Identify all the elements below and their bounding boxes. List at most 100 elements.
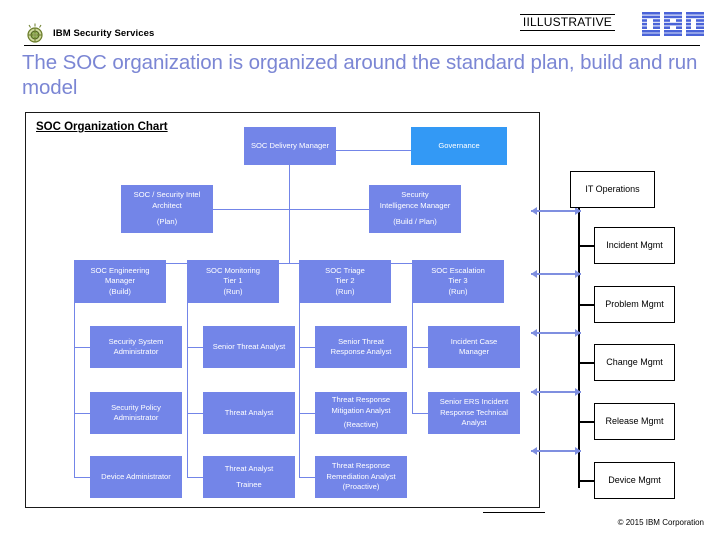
- node-governance[interactable]: Governance: [411, 127, 507, 165]
- node-line-1: Senior Threat: [338, 336, 384, 346]
- arrow-head-right: [575, 388, 581, 396]
- ops-branch-2: [578, 304, 596, 307]
- connector-col3-branch-1: [299, 347, 315, 349]
- node-threat-analyst[interactable]: Threat Analyst: [203, 392, 295, 434]
- footer-divider: [483, 512, 545, 513]
- node-line-1: Security: [401, 190, 429, 200]
- soc-organization-chart-panel: SOC Organization Chart SOC Delivery Mana…: [25, 112, 540, 508]
- connector-col2-branch-1: [187, 347, 203, 349]
- connector-col3-branch-2: [299, 413, 315, 415]
- node-line-3: (Run): [448, 286, 468, 296]
- node-line-3: (Proactive): [342, 482, 380, 492]
- node-incident-case-manager[interactable]: Incident Case Manager: [428, 326, 520, 368]
- header-divider: [24, 45, 700, 46]
- arrow-shaft: [531, 332, 581, 334]
- connector-col1-trunk: [74, 303, 76, 477]
- ops-trunk: [578, 206, 581, 488]
- arrow-shaft: [531, 450, 581, 452]
- node-line-3: (Reactive): [343, 420, 379, 430]
- node-senior-threat-analyst[interactable]: Senior Threat Analyst: [203, 326, 295, 368]
- node-line-2: Response Technical: [440, 407, 508, 417]
- node-line-2: Administrator: [113, 347, 159, 356]
- arrow-head-right: [575, 447, 581, 455]
- connector-tier-bus: [86, 263, 490, 265]
- node-line-1: Senior ERS Incident: [439, 397, 509, 407]
- node-soc-delivery-manager[interactable]: SOC Delivery Manager: [244, 127, 336, 165]
- ops-branch-1: [578, 245, 596, 248]
- arrow-head-right: [575, 329, 581, 337]
- node-line-1: Threat Response: [331, 395, 391, 405]
- node-line-2: Trainee: [236, 480, 262, 489]
- chart-heading: SOC Organization Chart: [36, 121, 168, 133]
- node-threat-response-remediation-analyst[interactable]: Threat Response Remediation Analyst (Pro…: [315, 456, 407, 498]
- node-line-2: Tier 2: [335, 276, 355, 286]
- node-line-3: (Build): [109, 286, 131, 296]
- arrow-head-left: [531, 447, 537, 455]
- ops-node-label: Device Mgmt: [608, 475, 661, 485]
- node-security-intelligence-manager[interactable]: Security Intelligence Manager (Build / P…: [369, 185, 461, 233]
- ops-node-release-mgmt[interactable]: Release Mgmt: [594, 403, 675, 440]
- node-line-2: Manager: [459, 347, 489, 356]
- node-senior-threat-response-analyst[interactable]: Senior Threat Response Analyst: [315, 326, 407, 368]
- node-line-1: SOC / Security Intel: [133, 190, 201, 200]
- connector-col2-branch-2: [187, 413, 203, 415]
- arrow-head-left: [531, 207, 537, 215]
- connector-col2-branch-3: [187, 477, 203, 479]
- node-device-administrator[interactable]: Device Administrator: [90, 456, 182, 498]
- ops-node-label: Problem Mgmt: [605, 299, 664, 309]
- ops-node-device-mgmt[interactable]: Device Mgmt: [594, 462, 675, 499]
- node-line-2: Administrator: [113, 413, 159, 422]
- ibm-logo: [642, 12, 704, 36]
- node-line-1: SOC Engineering: [90, 265, 150, 275]
- node-soc-escalation-tier3[interactable]: SOC Escalation Tier 3 (Run): [412, 260, 504, 303]
- node-line-3: (Run): [223, 286, 243, 296]
- arrow-head-left: [531, 270, 537, 278]
- node-line-2: Tier 1: [223, 276, 243, 286]
- node-line-1: SOC Triage: [325, 265, 365, 275]
- node-soc-monitoring-tier1[interactable]: SOC Monitoring Tier 1 (Run): [187, 260, 279, 303]
- arrow-shaft: [531, 273, 581, 275]
- link-arrow-2: [531, 327, 581, 338]
- arrow-shaft: [531, 210, 581, 212]
- node-line-1: Incident Case: [450, 336, 498, 346]
- node-line-3: (Build / Plan): [393, 217, 437, 227]
- arrow-head-right: [575, 270, 581, 278]
- node-line-1: SOC Escalation: [431, 265, 485, 275]
- page-title: The SOC organization is organized around…: [22, 51, 698, 99]
- node-threat-analyst-trainee[interactable]: Threat Analyst Trainee: [203, 456, 295, 498]
- connector-col1-branch-1: [74, 347, 90, 349]
- node-line-3: Analyst: [461, 418, 487, 428]
- ops-node-change-mgmt[interactable]: Change Mgmt: [594, 344, 675, 381]
- link-arrow-1: [531, 268, 581, 279]
- ops-node-label: Change Mgmt: [606, 357, 663, 367]
- ops-node-it-operations[interactable]: IT Operations: [570, 171, 655, 208]
- node-line-3: (Plan): [156, 217, 178, 227]
- node-line-2: Mitigation Analyst: [331, 405, 391, 415]
- page-header: IBM Security Services IILLUSTRATIVE: [0, 0, 720, 46]
- arrow-head-left: [531, 329, 537, 337]
- link-arrow-5: [531, 205, 581, 216]
- node-security-system-administrator[interactable]: Security System Administrator: [90, 326, 182, 368]
- connector-col3-trunk: [299, 303, 301, 477]
- connector-col4-trunk: [412, 303, 414, 413]
- node-soc-triage-tier2[interactable]: SOC Triage Tier 2 (Run): [299, 260, 391, 303]
- ops-node-incident-mgmt[interactable]: Incident Mgmt: [594, 227, 675, 264]
- connector-col2-trunk: [187, 303, 189, 477]
- node-soc-engineering-manager[interactable]: SOC Engineering Manager (Build): [74, 260, 166, 303]
- security-seal-icon: [24, 22, 46, 44]
- node-soc-security-intel-architect[interactable]: SOC / Security Intel Architect (Plan): [121, 185, 213, 233]
- node-security-policy-administrator[interactable]: Security Policy Administrator: [90, 392, 182, 434]
- node-line-1: SOC Delivery Manager: [250, 140, 330, 150]
- connector-col4-branch-2: [412, 413, 428, 415]
- connector-col1-branch-2: [74, 413, 90, 415]
- copyright-notice: © 2015 IBM Corporation: [617, 518, 704, 527]
- node-line-2: Tier 3: [448, 276, 468, 286]
- ops-branch-4: [578, 421, 596, 424]
- node-threat-response-mitigation-analyst[interactable]: Threat Response Mitigation Analyst (Reac…: [315, 392, 407, 434]
- ops-node-problem-mgmt[interactable]: Problem Mgmt: [594, 286, 675, 323]
- ops-node-label: Release Mgmt: [605, 416, 664, 426]
- node-line-1: Threat Analyst: [224, 463, 274, 473]
- node-line-2: Manager: [105, 276, 135, 286]
- node-line-3: (Run): [335, 286, 355, 296]
- node-senior-ers-incident-response-technical-analyst[interactable]: Senior ERS Incident Response Technical A…: [428, 392, 520, 434]
